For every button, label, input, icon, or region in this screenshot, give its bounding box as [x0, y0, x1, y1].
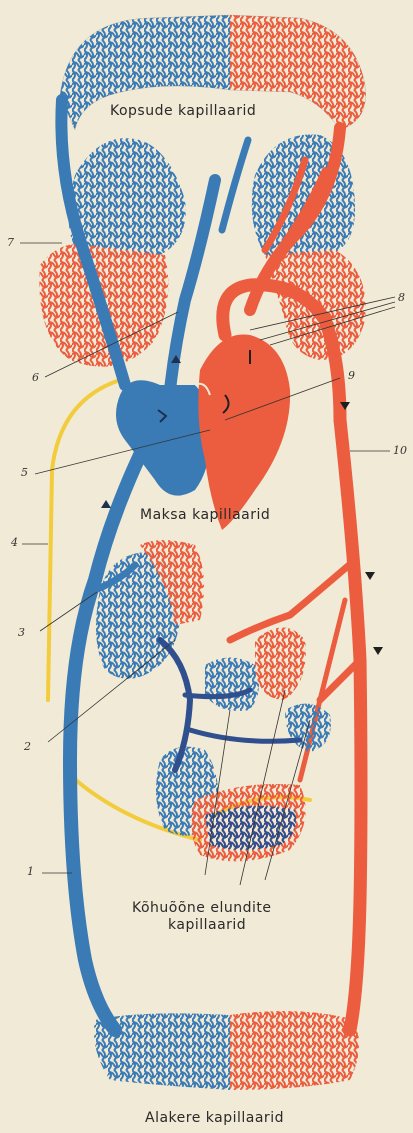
marker-1: 1 [27, 865, 34, 878]
lower-body-capillaries [94, 1011, 359, 1090]
liver-capillaries-label: Maksa kapillaarid [140, 507, 270, 523]
abdominal-capillaries-label-line1: Kõhuõõne elundite [132, 900, 272, 916]
marker-9: 9 [348, 369, 355, 382]
marker-8: 8 [398, 291, 405, 304]
abdominal-capillaries-label-line2: kapillaarid [168, 917, 246, 933]
marker-7: 7 [7, 236, 14, 249]
heart [116, 334, 290, 530]
marker-3: 3 [18, 626, 25, 639]
marker-4: 4 [11, 536, 18, 549]
marker-5: 5 [21, 466, 28, 479]
marker-6: 6 [32, 371, 39, 384]
lower-body-capillaries-label: Alakere kapillaarid [145, 1110, 284, 1126]
marker-10: 10 [393, 444, 407, 457]
lung-capillaries-label: Kopsude kapillaarid [110, 103, 256, 119]
liver-capillaries [96, 540, 204, 679]
marker-2: 2 [24, 740, 31, 753]
